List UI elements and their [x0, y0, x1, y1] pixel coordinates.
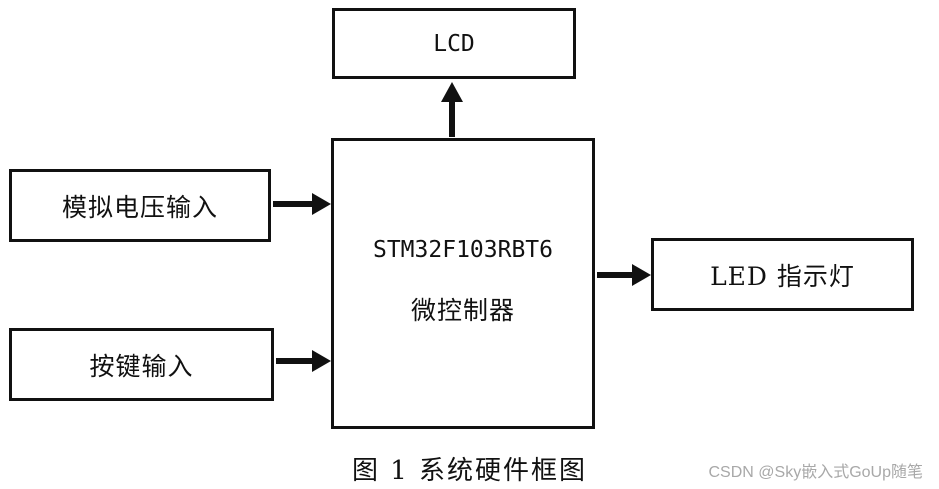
mcu-model-label: STM32F103RBT6: [372, 237, 553, 263]
arrow-keys-to-mcu: [276, 350, 331, 372]
led-indicator-label: LED 指示灯: [710, 261, 855, 291]
key-input-block: 按键输入: [9, 328, 274, 401]
arrow-analog-to-mcu: [273, 193, 331, 215]
lcd-label: LCD: [433, 30, 475, 57]
led-indicator-block: LED 指示灯: [651, 238, 914, 311]
analog-input-label: 模拟电压输入: [61, 192, 218, 222]
arrow-mcu-to-lcd: [441, 82, 463, 137]
watermark: CSDN @Sky嵌入式GoUp随笔: [708, 464, 924, 481]
mcu-block: STM32F103RBT6 微控制器: [331, 138, 595, 429]
figure-caption: 图 1 系统硬件框图: [351, 456, 588, 486]
arrow-mcu-to-led: [597, 264, 651, 286]
key-input-label: 按键输入: [89, 351, 194, 381]
lcd-block: LCD: [332, 8, 576, 79]
analog-input-block: 模拟电压输入: [9, 169, 271, 242]
mcu-type-label: 微控制器: [410, 296, 515, 325]
